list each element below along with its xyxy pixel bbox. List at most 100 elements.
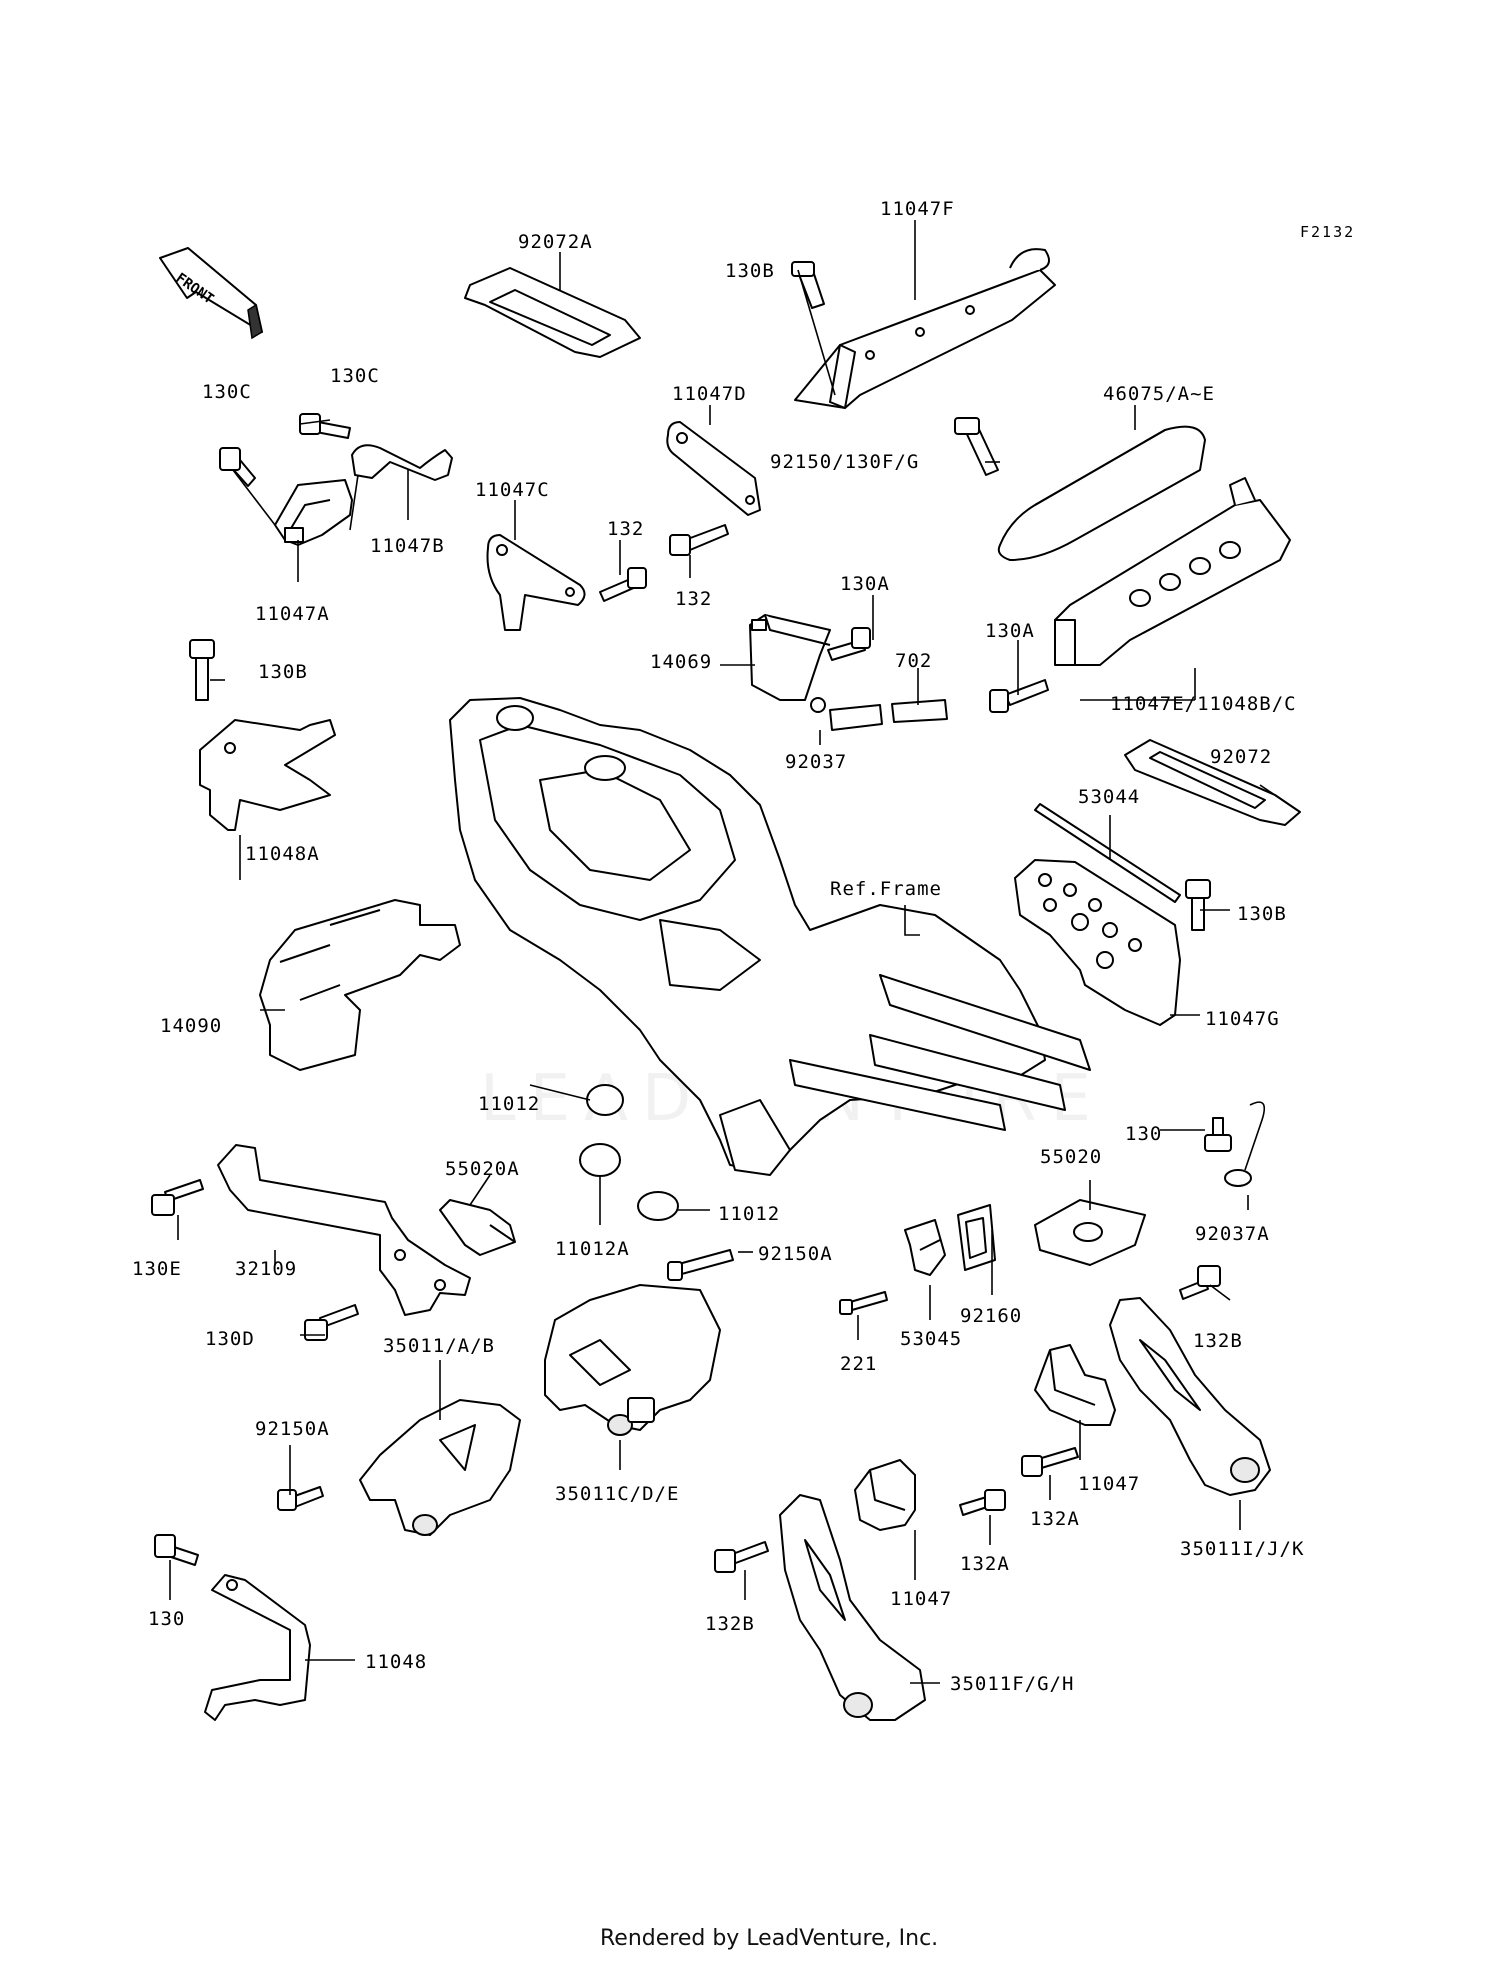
part-92072A-strap[interactable] (464, 267, 641, 358)
label-11047-centre: 11047 (890, 1588, 952, 1610)
label-35011IJK: 35011I/J/K (1180, 1538, 1304, 1560)
label-11047C: 11047C (475, 479, 550, 501)
part-32109-bracket[interactable] (217, 1144, 471, 1316)
label-ref-frame: Ref.Frame (830, 878, 942, 900)
part-132A-bolt-a[interactable] (959, 1489, 1006, 1516)
label-11012-upper: 11012 (478, 1093, 540, 1115)
label-92072: 92072 (1210, 746, 1272, 768)
part-35011CDE-bracket[interactable] (544, 1284, 721, 1436)
part-53044-rod[interactable] (1034, 803, 1181, 903)
part-132-bolt-b[interactable] (599, 567, 647, 602)
part-53045-clip[interactable] (904, 1219, 946, 1276)
label-14069: 14069 (650, 651, 712, 673)
part-14069-box[interactable] (749, 614, 831, 701)
label-11012A: 11012A (555, 1238, 630, 1260)
part-11012A-grommet[interactable] (579, 1143, 621, 1177)
label-132A-centre: 132A (960, 1553, 1010, 1575)
part-46075-step-rubber[interactable] (997, 425, 1206, 561)
label-92037A: 92037A (1195, 1223, 1270, 1245)
label-11047B: 11047B (370, 535, 445, 557)
label-55020A: 55020A (445, 1158, 520, 1180)
label-132B-lower: 132B (705, 1613, 755, 1635)
part-92150A-bolt-upper[interactable] (667, 1249, 734, 1281)
label-702: 702 (895, 650, 932, 672)
part-130B-bolt-left[interactable] (189, 639, 215, 701)
part-11047D-plate[interactable] (666, 421, 761, 516)
part-92072-strap[interactable] (1124, 739, 1301, 826)
part-132B-bolt-b[interactable] (1179, 1265, 1221, 1300)
part-130C-bolt-lower[interactable] (219, 447, 256, 487)
part-130-bolt-right[interactable] (1204, 1117, 1232, 1152)
label-92150-130FG: 92150/130F/G (770, 451, 919, 473)
label-11012-lower: 11012 (718, 1203, 780, 1225)
part-92037A-clip[interactable] (1224, 1101, 1266, 1187)
part-55020-plate[interactable] (1034, 1199, 1146, 1266)
part-11047G-bracket[interactable] (1014, 859, 1181, 1026)
part-11012-grommet-a[interactable] (586, 1084, 624, 1116)
part-92037-clip[interactable] (810, 697, 826, 713)
part-11048A-cover[interactable] (199, 719, 336, 831)
label-132-upper: 132 (607, 518, 644, 540)
part-130-bolt-left[interactable] (154, 1534, 199, 1566)
front-arrow-icon: FRONT (159, 247, 263, 340)
label-132B-right: 132B (1193, 1330, 1243, 1352)
part-11047E-bracket[interactable] (1054, 477, 1291, 666)
label-11047A: 11047A (255, 603, 330, 625)
label-92072A: 92072A (518, 231, 593, 253)
label-53045: 53045 (900, 1328, 962, 1350)
part-35011IJK-footrest[interactable] (1109, 1297, 1271, 1496)
part-92150-bolt[interactable] (954, 417, 999, 476)
part-35011AB-footrest[interactable] (359, 1399, 521, 1536)
label-130-left: 130 (148, 1608, 185, 1630)
label-46075: 46075/A~E (1103, 383, 1215, 405)
footer-credit: Rendered by LeadVenture, Inc. (600, 1926, 938, 1951)
part-11047-bracket-b[interactable] (1034, 1344, 1116, 1426)
part-92160-damper[interactable] (957, 1204, 996, 1271)
label-132-lower: 132 (675, 588, 712, 610)
label-11047G: 11047G (1205, 1008, 1280, 1030)
label-92150A-lower: 92150A (255, 1418, 330, 1440)
label-11047E-11048BC: 11047E/11048B/C (1110, 693, 1297, 715)
part-132-bolt-a[interactable] (669, 524, 729, 556)
part-35011FGH-footrest[interactable] (779, 1494, 926, 1721)
label-53044: 53044 (1078, 786, 1140, 808)
part-132B-bolt-a[interactable] (714, 1541, 769, 1573)
label-11047-right: 11047 (1078, 1473, 1140, 1495)
part-11048-bracket[interactable] (204, 1574, 311, 1721)
part-14090-cover[interactable] (259, 899, 461, 1071)
label-92160: 92160 (960, 1305, 1022, 1327)
label-11048A: 11048A (245, 843, 320, 865)
part-130B-bolt-top[interactable] (791, 261, 825, 309)
figure-code: F2132 (1300, 223, 1355, 241)
part-11047C-plate[interactable] (486, 534, 586, 631)
part-11047A-clamp[interactable] (274, 479, 353, 546)
part-132A-bolt-b[interactable] (1021, 1447, 1079, 1477)
label-130B-top: 130B (725, 260, 775, 282)
part-11047B-clamp[interactable] (351, 444, 453, 481)
label-130B-left: 130B (258, 661, 308, 683)
label-11047D: 11047D (672, 383, 747, 405)
label-35011AB: 35011/A/B (383, 1335, 495, 1357)
part-130C-bolt-upper[interactable] (299, 413, 351, 439)
label-92150A-upper: 92150A (758, 1243, 833, 1265)
part-702-hose[interactable] (829, 699, 948, 731)
part-55020A-cover[interactable] (439, 1199, 516, 1256)
part-11047F-bracket[interactable] (794, 248, 1056, 409)
label-11047F: 11047F (880, 198, 955, 220)
part-92150A-bolt-lower[interactable] (277, 1486, 324, 1511)
part-130A-bolt-right[interactable] (989, 679, 1049, 713)
part-221-screw[interactable] (839, 1291, 888, 1315)
label-11048: 11048 (365, 1651, 427, 1673)
label-130B-right: 130B (1237, 903, 1287, 925)
part-130B-bolt-right[interactable] (1185, 879, 1211, 931)
part-130A-bolt-mid[interactable] (827, 627, 871, 661)
part-11012-grommet-b[interactable] (637, 1191, 679, 1221)
label-55020: 55020 (1040, 1146, 1102, 1168)
label-130-right: 130 (1125, 1123, 1162, 1145)
part-130E-bolt[interactable] (151, 1179, 204, 1216)
part-11047-bracket-a[interactable] (854, 1459, 916, 1531)
label-132A-right: 132A (1030, 1508, 1080, 1530)
label-130C-upper: 130C (330, 365, 380, 387)
label-35011CDE: 35011C/D/E (555, 1483, 679, 1505)
